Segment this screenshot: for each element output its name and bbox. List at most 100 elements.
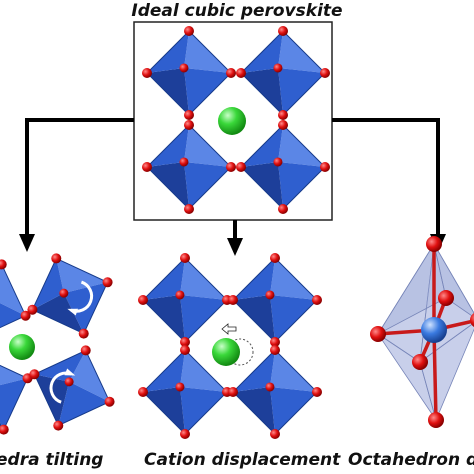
octahedron-face <box>184 162 231 209</box>
oxygen-atom <box>270 429 280 439</box>
oxygen-atom <box>270 337 280 347</box>
octahedron-face <box>0 378 28 430</box>
b-site-cation <box>421 317 447 343</box>
octahedron <box>138 345 232 439</box>
tilting-label: edra tilting <box>0 450 104 470</box>
octahedron-face <box>184 68 231 115</box>
distorted-octahedron-face <box>433 243 474 318</box>
oxygen-atom <box>29 369 40 380</box>
oxygen-atom <box>180 345 190 355</box>
oxygen-atom <box>175 382 185 392</box>
cation-displacement-panel <box>138 253 322 439</box>
oxygen-atom <box>0 259 7 270</box>
octahedron-face <box>34 374 70 426</box>
oxygen-atom <box>370 326 386 342</box>
octahedron-face <box>184 31 231 73</box>
octahedron <box>0 259 31 329</box>
oxygen-atom <box>312 387 322 397</box>
octahedron-face <box>180 258 227 300</box>
oxygen-atom <box>412 354 428 370</box>
octahedron <box>138 253 232 347</box>
oxygen-atom <box>470 313 474 327</box>
oxygen-atom <box>0 424 9 435</box>
octahedron-face <box>270 295 317 342</box>
arrow-to-tilting-line <box>25 118 134 236</box>
octahedron-face <box>270 258 317 300</box>
left-arrow-icon <box>221 323 237 335</box>
oxygen-atom <box>312 295 322 305</box>
oxygen-atom <box>320 68 330 78</box>
octahedron <box>29 345 115 431</box>
oxygen-atom <box>53 420 64 431</box>
oxygen-atom <box>278 26 288 36</box>
oxygen-atom <box>184 110 194 120</box>
oxygen-atom <box>104 396 115 407</box>
oxygen-atom <box>320 162 330 172</box>
oxygen-atom <box>102 277 113 288</box>
a-site-cation <box>9 334 35 360</box>
oxygen-atom <box>51 253 62 264</box>
octahedron-edge <box>0 263 27 329</box>
octahedron-face <box>69 350 110 402</box>
displaced-cation <box>212 338 240 366</box>
oxygen-atom <box>438 290 454 306</box>
oxygen-atom <box>64 377 74 387</box>
octahedral-tilting-panel <box>0 253 115 435</box>
octahedron-face <box>270 350 317 392</box>
octahedron-face <box>56 258 108 294</box>
octahedron-distortion-panel <box>370 236 474 428</box>
octahedron-face <box>180 387 227 434</box>
octahedron <box>27 253 113 339</box>
oxygen-atom <box>265 382 275 392</box>
ideal-perovskite-title: Ideal cubic perovskite <box>131 1 343 21</box>
distorted-octahedron-face <box>419 322 474 422</box>
oxygen-atom <box>270 345 280 355</box>
oxygen-atom <box>179 63 189 73</box>
oxygen-atom <box>179 157 189 167</box>
octahedron-face <box>0 365 28 386</box>
octahedron-face <box>278 162 325 209</box>
oxygen-atom <box>228 387 238 397</box>
displacement-label: Cation displacement <box>144 450 341 470</box>
octahedron-face <box>233 295 275 342</box>
oxygen-atom <box>278 120 288 130</box>
oxygen-atom <box>142 68 152 78</box>
octahedron <box>142 26 236 120</box>
octahedron-face <box>32 293 84 334</box>
oxygen-atom <box>180 429 190 439</box>
arrow-to-tilting-head <box>19 234 35 252</box>
octahedron-face <box>143 295 185 342</box>
ideal-octahedra-group <box>142 26 330 214</box>
oxygen-atom <box>226 162 236 172</box>
oxygen-atom <box>180 253 190 263</box>
oxygen-atom <box>236 68 246 78</box>
oxygen-atom <box>278 204 288 214</box>
oxygen-atom <box>138 387 148 397</box>
distortion-label: Octahedron di <box>348 450 474 470</box>
oxygen-atom <box>138 295 148 305</box>
arrow-to-displacement-head <box>227 238 243 256</box>
octahedron-face <box>58 381 110 426</box>
octahedron-face <box>278 31 325 73</box>
oxygen-atom <box>142 162 152 172</box>
oxygen-atom <box>78 328 89 339</box>
oxygen-atom <box>273 157 283 167</box>
oxygen-atom <box>278 110 288 120</box>
oxygen-atom <box>175 290 185 300</box>
oxygen-atom <box>226 68 236 78</box>
oxygen-atom <box>180 337 190 347</box>
oxygen-atom <box>184 26 194 36</box>
oxygen-atom <box>265 290 275 300</box>
oxygen-atom <box>426 236 442 252</box>
oxygen-atom <box>184 204 194 214</box>
octahedron-face <box>278 68 325 115</box>
curved-arrow-head-icon <box>67 308 78 316</box>
oxygen-atom <box>270 253 280 263</box>
octahedron-face <box>147 162 189 209</box>
octahedron-face <box>241 162 283 209</box>
octahedron-face <box>184 125 231 167</box>
oxygen-atom <box>228 295 238 305</box>
octahedron-face <box>241 68 283 115</box>
oxygen-atom <box>184 120 194 130</box>
